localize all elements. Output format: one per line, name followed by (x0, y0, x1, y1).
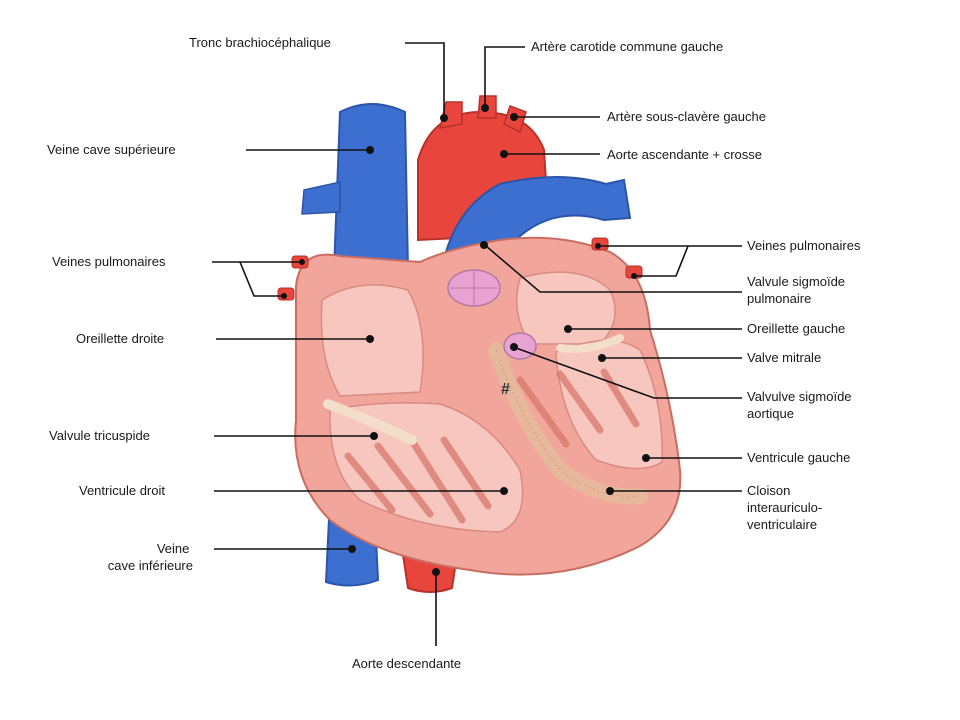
labels: Tronc brachiocéphalique Artère carotide … (47, 35, 861, 671)
label-valve-mitrale: Valve mitrale (747, 350, 821, 365)
label-veine-cave-inferieure: Veine cave inférieure (108, 541, 193, 573)
pulmonary-valve-shape (447, 269, 501, 307)
label-valvule-tricuspide: Valvule tricuspide (49, 428, 150, 443)
label-oreillette-gauche: Oreillette gauche (747, 321, 845, 336)
superior-vena-cava-shape (332, 103, 410, 273)
label-veine-cave-superieure: Veine cave supérieure (47, 142, 176, 157)
aortic-valve-shape (503, 332, 537, 360)
label-veine-cave-inferieure-line2: cave inférieure (108, 558, 193, 573)
label-valvule-sigmoide-pulmonaire-line2: pulmonaire (747, 291, 811, 306)
muscle-striations (344, 368, 640, 524)
label-tronc-brachiocephalique: Tronc brachiocéphalique (189, 35, 331, 50)
left-atrium-cavity (515, 271, 616, 345)
label-cloison: Cloison interauriculo- ventriculaire (747, 483, 826, 532)
label-cloison-line3: ventriculaire (747, 517, 817, 532)
label-valvule-sigmoide-aortique-line1: Valvulve sigmoïde (747, 389, 852, 404)
hash-marker: # (501, 381, 510, 398)
label-carotide-gauche: Artère carotide commune gauche (531, 39, 723, 54)
leader-lines (212, 42, 742, 646)
label-oreillette-droite: Oreillette droite (76, 331, 164, 346)
label-valvule-sigmoide-aortique-line2: aortique (747, 406, 794, 421)
tricuspid-valve-shape (323, 399, 417, 445)
svc-branch-shape (301, 181, 341, 215)
heart-drawing: # (277, 95, 682, 593)
label-sous-claviere-gauche: Artère sous-clavère gauche (607, 109, 766, 124)
label-veines-pulmonaires-left: Veines pulmonaires (52, 254, 166, 269)
mitral-valve-shape (556, 334, 624, 353)
label-valvule-sigmoide-aortique: Valvulve sigmoïde aortique (747, 389, 855, 421)
label-ventricule-gauche: Ventricule gauche (747, 450, 850, 465)
label-cloison-line2: interauriculo- (747, 500, 822, 515)
label-ventricule-droit: Ventricule droit (79, 483, 165, 498)
label-veines-pulmonaires-right: Veines pulmonaires (747, 238, 861, 253)
label-valvule-sigmoide-pulmonaire-line1: Valvule sigmoïde (747, 274, 845, 289)
label-veine-cave-inferieure-line1: Veine (157, 541, 190, 556)
label-aorte-descendante: Aorte descendante (352, 656, 461, 671)
label-valvule-sigmoide-pulmonaire: Valvule sigmoïde pulmonaire (747, 274, 849, 306)
label-aorte-ascendante: Aorte ascendante + crosse (607, 147, 762, 162)
label-cloison-line1: Cloison (747, 483, 790, 498)
